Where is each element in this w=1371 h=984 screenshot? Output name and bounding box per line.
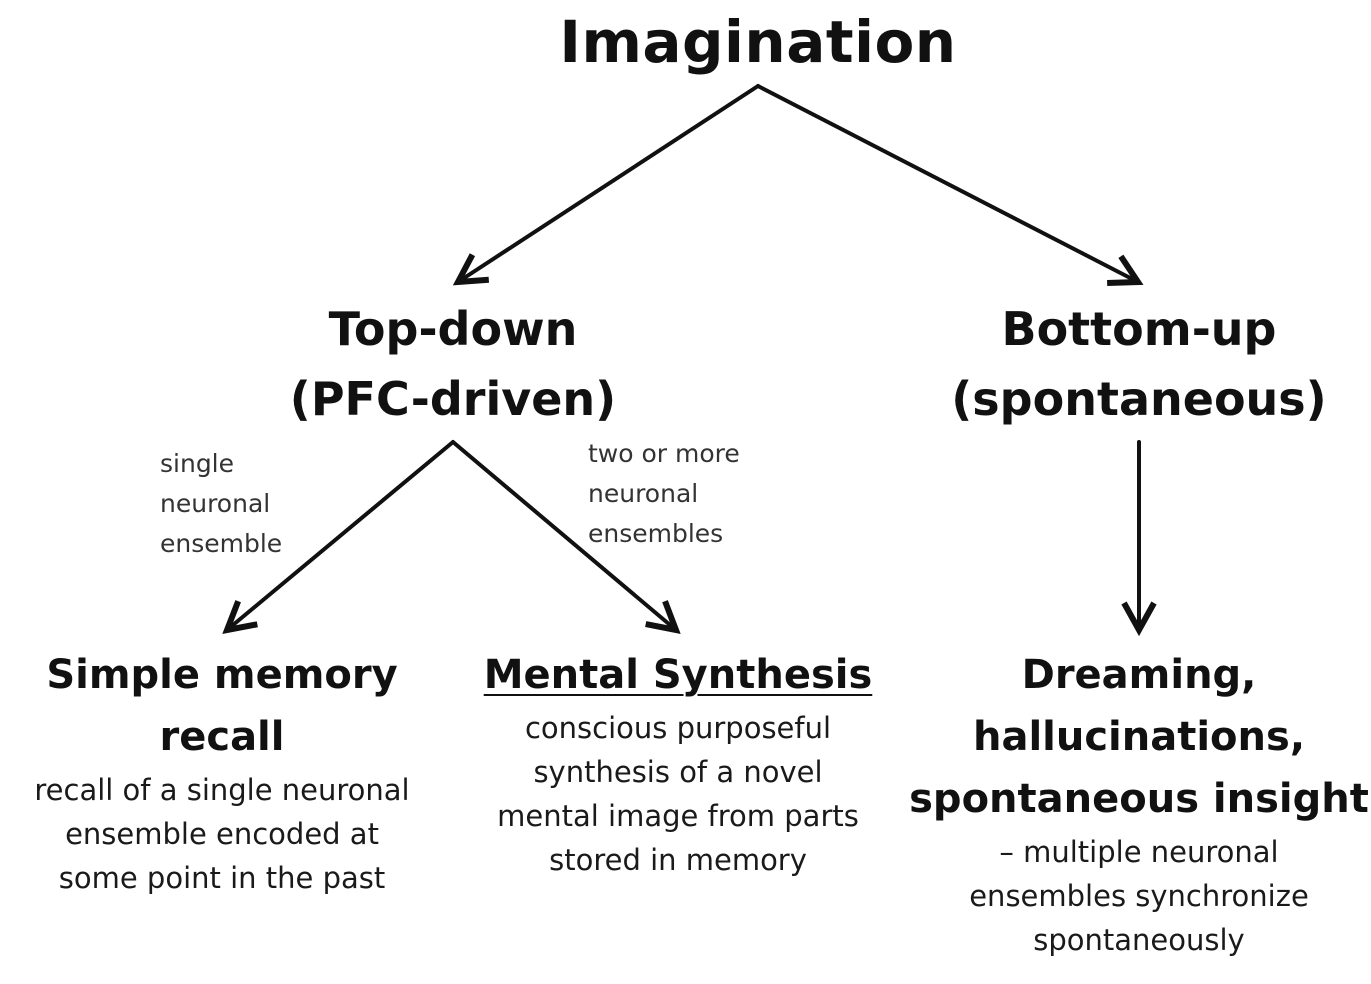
node-mental-synthesis: Mental Synthesis conscious purposeful sy… [462,644,894,882]
simple-recall-desc-line: ensemble encoded at [65,817,379,851]
arrow-root-to-top-down [458,84,760,282]
mental-synthesis-desc-line: conscious purposeful [524,711,832,745]
arrow-top-down-to-mental-synthesis [451,440,676,630]
simple-recall-title-line1: Simple memory [46,652,398,698]
arrow-root-to-bottom-up [756,84,1138,282]
simple-recall-title-line2: recall [159,714,285,760]
mental-synthesis-title: Mental Synthesis [483,652,873,698]
edge-label-line: single [160,449,235,478]
dreaming-title-line: spontaneous insight [909,776,1369,822]
bottom-up-line2: (spontaneous) [951,372,1327,426]
simple-recall-desc-line: some point in the past [58,861,386,895]
dreaming-desc-line: spontaneously [1033,923,1245,957]
bottom-up-line1: Bottom-up [1001,302,1277,356]
root-node-imagination: Imagination [458,10,1058,74]
dreaming-desc-line: – multiple neuronal [999,835,1279,869]
edge-label-line: two or more [588,439,740,468]
node-top-down: Top-down (PFC-driven) [203,294,703,434]
node-bottom-up: Bottom-up (spontaneous) [889,294,1371,434]
edge-label-line: ensembles [588,519,724,548]
top-down-line2: (PFC-driven) [289,372,617,426]
edge-label-single-ensemble: single neuronal ensemble [160,444,282,564]
node-simple-memory-recall: Simple memory recall recall of a single … [2,644,442,900]
mental-synthesis-desc-line: synthesis of a novel [533,755,823,789]
simple-recall-desc-line: recall of a single neuronal [34,773,410,807]
edge-label-line: neuronal [588,479,699,508]
root-label: Imagination [559,8,957,76]
mental-synthesis-desc-line: mental image from parts [497,799,859,833]
arrow-top-down-to-simple-recall [227,440,455,630]
mental-synthesis-desc-line: stored in memory [549,843,807,877]
node-dreaming: Dreaming, hallucinations, spontaneous in… [909,644,1369,962]
top-down-line1: Top-down [328,302,578,356]
edge-label-multiple-ensembles: two or more neuronal ensembles [588,434,740,554]
dreaming-title-line: hallucinations, [972,714,1306,760]
mental-synthesis-title-row: Mental Synthesis [462,644,894,706]
dreaming-desc-line: ensembles synchronize [969,879,1309,913]
dreaming-title-line: Dreaming, [1021,652,1257,698]
edge-label-line: neuronal [160,489,271,518]
edge-label-line: ensemble [160,529,283,558]
